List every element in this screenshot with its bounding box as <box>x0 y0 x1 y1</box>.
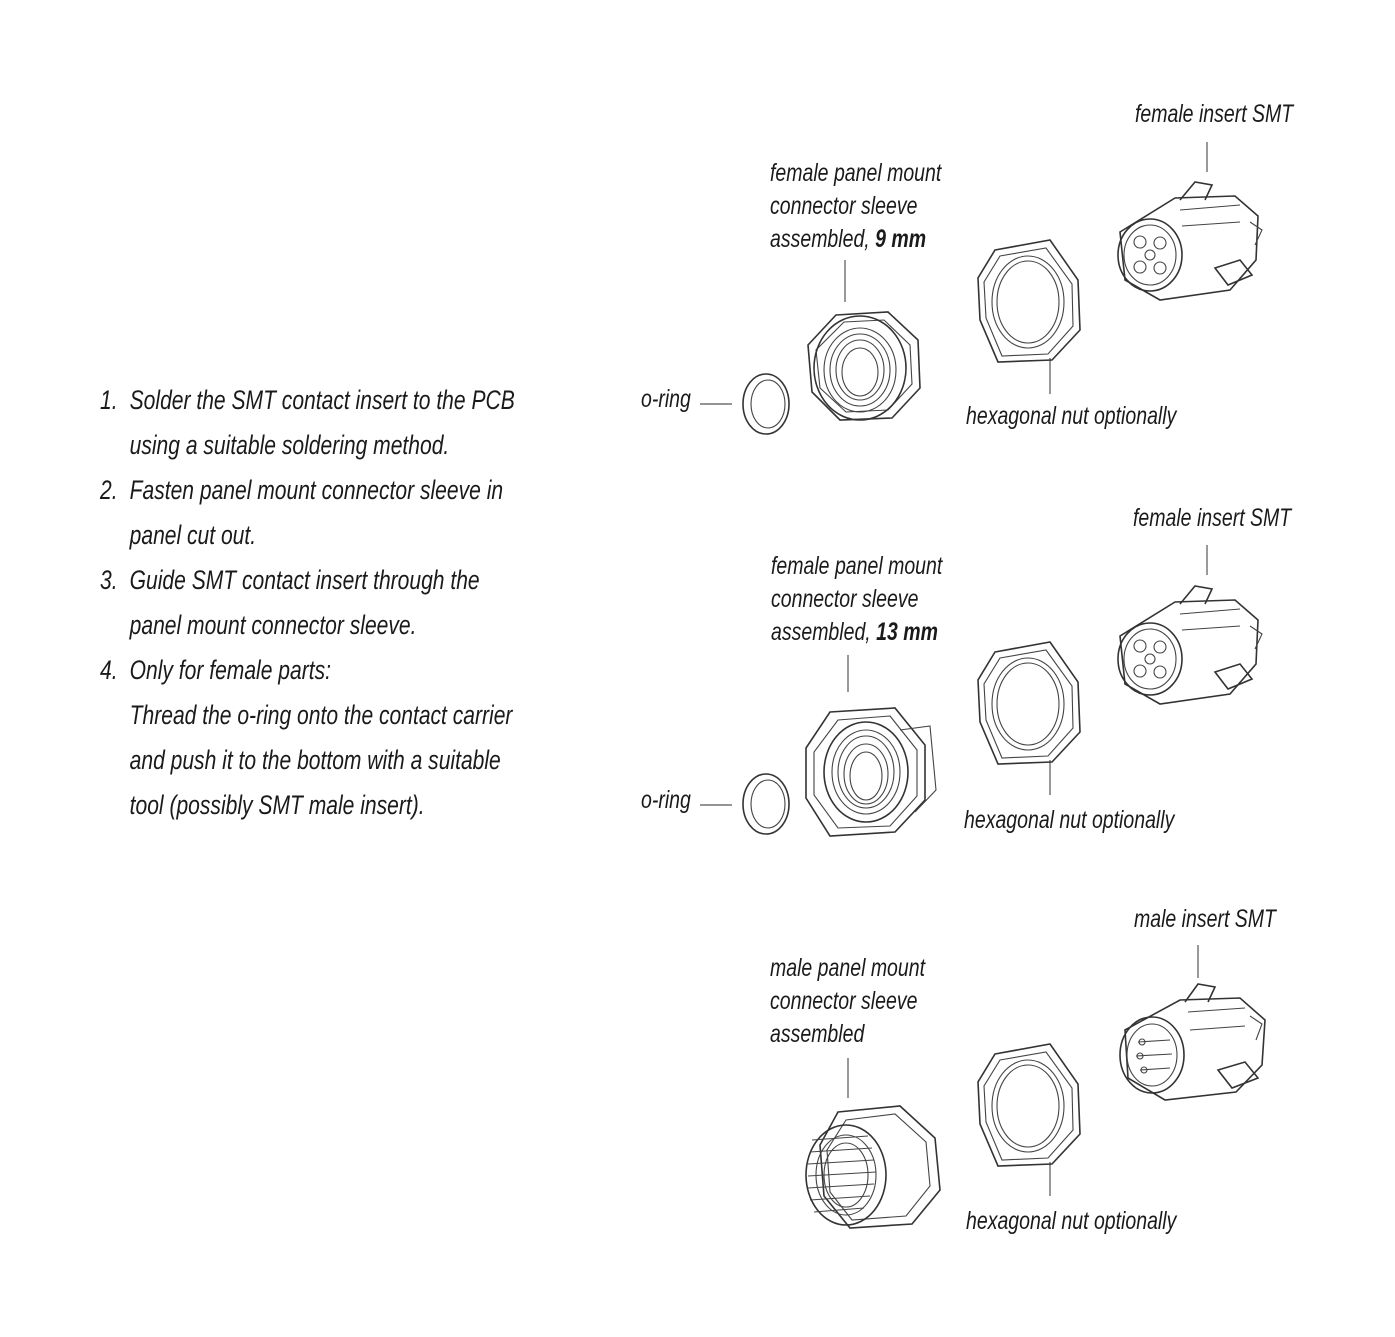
sleeve-label-line: assembled, 13 mm <box>771 616 942 649</box>
step-text-line: tool (possibly SMT male insert). <box>129 790 425 820</box>
step-1: 1. Solder the SMT contact insert to the … <box>100 378 568 468</box>
insert-label: female insert SMT <box>1135 100 1294 128</box>
hex-nut-part <box>977 239 1081 363</box>
o-ring-label: o-ring <box>641 385 691 413</box>
sleeve-label-line: connector sleeve <box>770 987 918 1015</box>
sleeve-size: 9 mm <box>875 225 927 253</box>
insert-label: male insert SMT <box>1134 905 1276 933</box>
sleeve-label-line: assembled, 9 mm <box>770 223 941 256</box>
step-number: 1. <box>100 385 118 415</box>
o-ring-label: o-ring <box>641 786 691 814</box>
female-insert-part <box>1117 585 1263 705</box>
o-ring-part <box>742 773 790 835</box>
male-insert-part <box>1119 983 1266 1101</box>
step-text-line: Thread the o-ring onto the contact carri… <box>129 700 513 730</box>
step-text-line: Guide SMT contact insert through the <box>129 565 480 595</box>
nut-label: hexagonal nut optionally <box>964 806 1175 834</box>
step-number: 4. <box>100 655 118 685</box>
sleeve-size: 13 mm <box>876 618 938 646</box>
step-text-line: panel cut out. <box>129 520 257 550</box>
female-sleeve-part <box>807 311 921 421</box>
sleeve-label-line: female panel mount <box>770 159 942 187</box>
step-text-line: Fasten panel mount connector sleeve in <box>129 475 504 505</box>
o-ring-part <box>742 373 790 435</box>
step-2: 2. Fasten panel mount connector sleeve i… <box>100 468 568 558</box>
sleeve-label: female panel mount connector sleeve asse… <box>771 550 942 649</box>
sleeve-label-line: connector sleeve <box>770 192 918 220</box>
sleeve-label-text: assembled, <box>770 225 876 253</box>
step-text-line: Solder the SMT contact insert to the PCB <box>129 385 515 415</box>
step-text-line: and push it to the bottom with a suitabl… <box>129 745 501 775</box>
female-sleeve-part <box>805 707 937 837</box>
hex-nut-part <box>977 641 1081 765</box>
female-insert-part <box>1117 181 1263 301</box>
male-sleeve-part <box>805 1105 941 1229</box>
hex-nut-part <box>977 1043 1081 1167</box>
nut-label: hexagonal nut optionally <box>966 402 1177 430</box>
nut-label: hexagonal nut optionally <box>966 1207 1177 1235</box>
assembly-2 <box>700 545 1263 837</box>
assembly-3 <box>805 945 1266 1229</box>
insert-label: female insert SMT <box>1133 504 1292 532</box>
step-number: 3. <box>100 565 118 595</box>
sleeve-label: male panel mount connector sleeve assemb… <box>770 952 925 1051</box>
sleeve-label-line: connector sleeve <box>771 585 919 613</box>
step-text-line: using a suitable soldering method. <box>129 430 450 460</box>
sleeve-label: female panel mount connector sleeve asse… <box>770 157 941 256</box>
step-3: 3. Guide SMT contact insert through the … <box>100 558 568 648</box>
assembly-1 <box>700 142 1263 435</box>
step-text-line: panel mount connector sleeve. <box>129 610 417 640</box>
step-number: 2. <box>100 475 118 505</box>
instruction-steps: 1. Solder the SMT contact insert to the … <box>100 378 568 828</box>
step-4: 4. Only for female parts: Thread the o-r… <box>100 648 568 828</box>
sleeve-label-line: assembled <box>770 1020 865 1048</box>
sleeve-label-line: male panel mount <box>770 954 926 982</box>
sleeve-label-text: assembled, <box>771 618 877 646</box>
sleeve-label-line: female panel mount <box>771 552 943 580</box>
step-text-line: Only for female parts: <box>129 655 331 685</box>
